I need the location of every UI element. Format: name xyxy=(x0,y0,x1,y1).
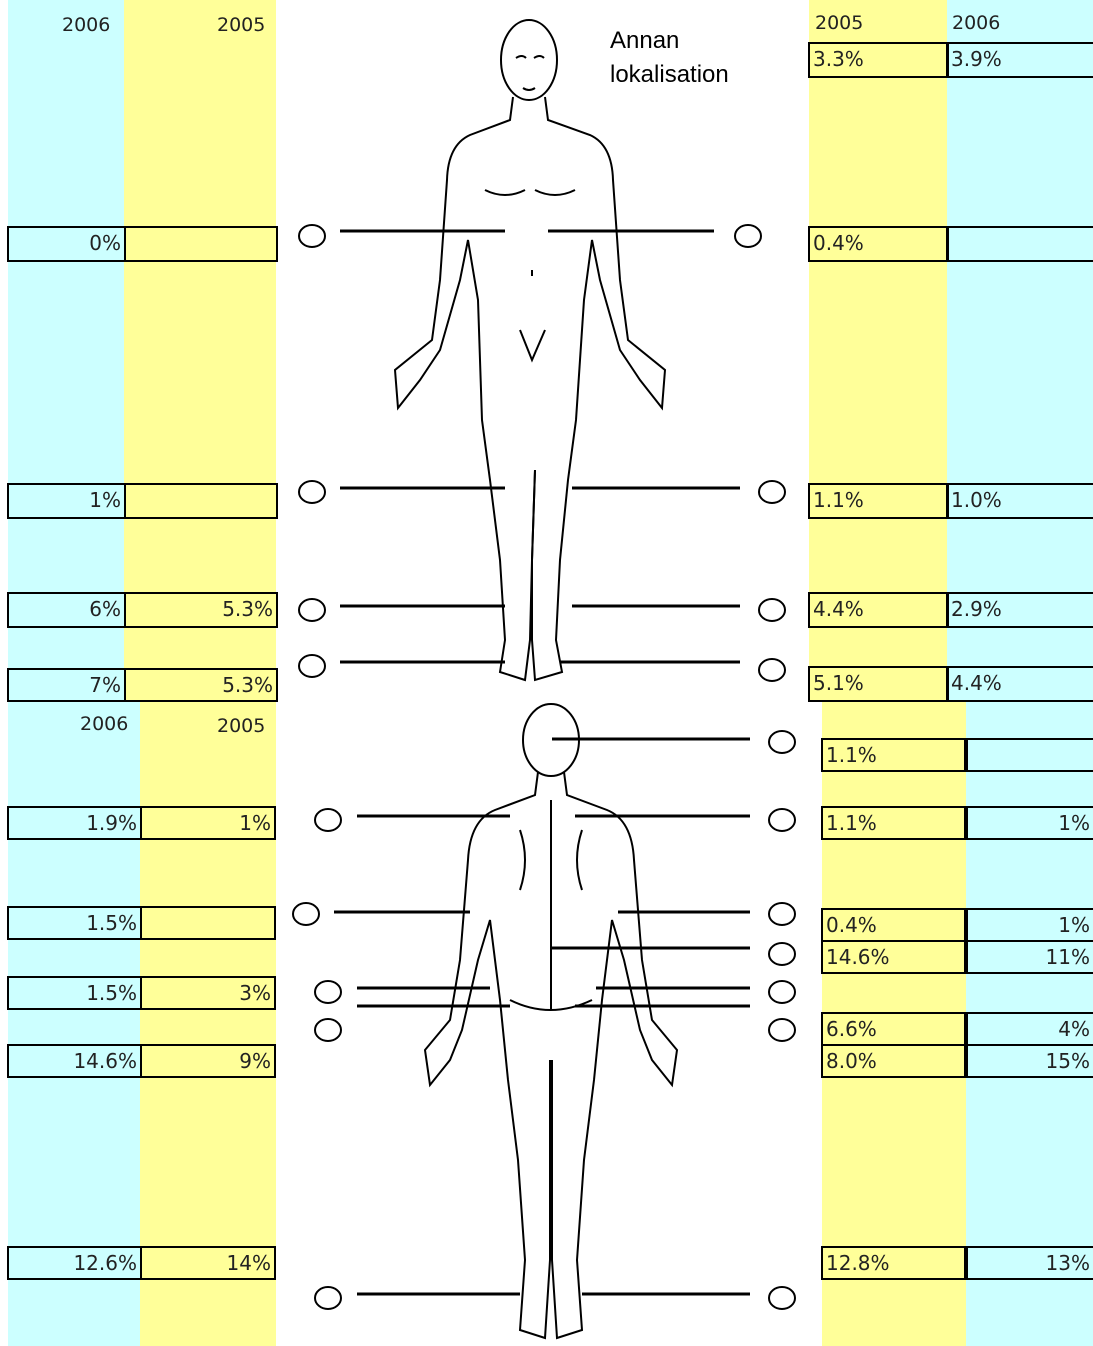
back-right-checkbox-6[interactable] xyxy=(769,1019,795,1041)
back-right-checkbox-5[interactable] xyxy=(769,981,795,1003)
front-right-checkbox-2[interactable] xyxy=(759,481,785,503)
back-leader-lines xyxy=(334,739,750,1346)
front-right-checkbox-1[interactable] xyxy=(735,225,761,247)
back-right-checkbox-2[interactable] xyxy=(769,809,795,831)
back-body-figure xyxy=(425,704,677,1338)
back-right-checkbox-1[interactable] xyxy=(769,731,795,753)
front-left-checkbox-4[interactable] xyxy=(299,655,325,677)
back-right-checkbox-4[interactable] xyxy=(769,943,795,965)
back-left-checkbox-5[interactable] xyxy=(315,1287,341,1309)
back-left-checkbox-3[interactable] xyxy=(315,981,341,1003)
front-left-checkbox-2[interactable] xyxy=(299,481,325,503)
back-right-checkbox-7[interactable] xyxy=(769,1287,795,1309)
front-right-checkbox-4[interactable] xyxy=(759,659,785,681)
back-right-checkbox-3[interactable] xyxy=(769,903,795,925)
front-left-checkbox-1[interactable] xyxy=(299,225,325,247)
front-right-checkbox-3[interactable] xyxy=(759,599,785,621)
back-left-checkbox-1[interactable] xyxy=(315,809,341,831)
front-body-figure xyxy=(395,20,665,680)
front-left-checkbox-3[interactable] xyxy=(299,599,325,621)
back-left-checkbox-2[interactable] xyxy=(293,903,319,925)
front-leader-lines xyxy=(340,231,740,662)
back-left-checkbox-4[interactable] xyxy=(315,1019,341,1041)
